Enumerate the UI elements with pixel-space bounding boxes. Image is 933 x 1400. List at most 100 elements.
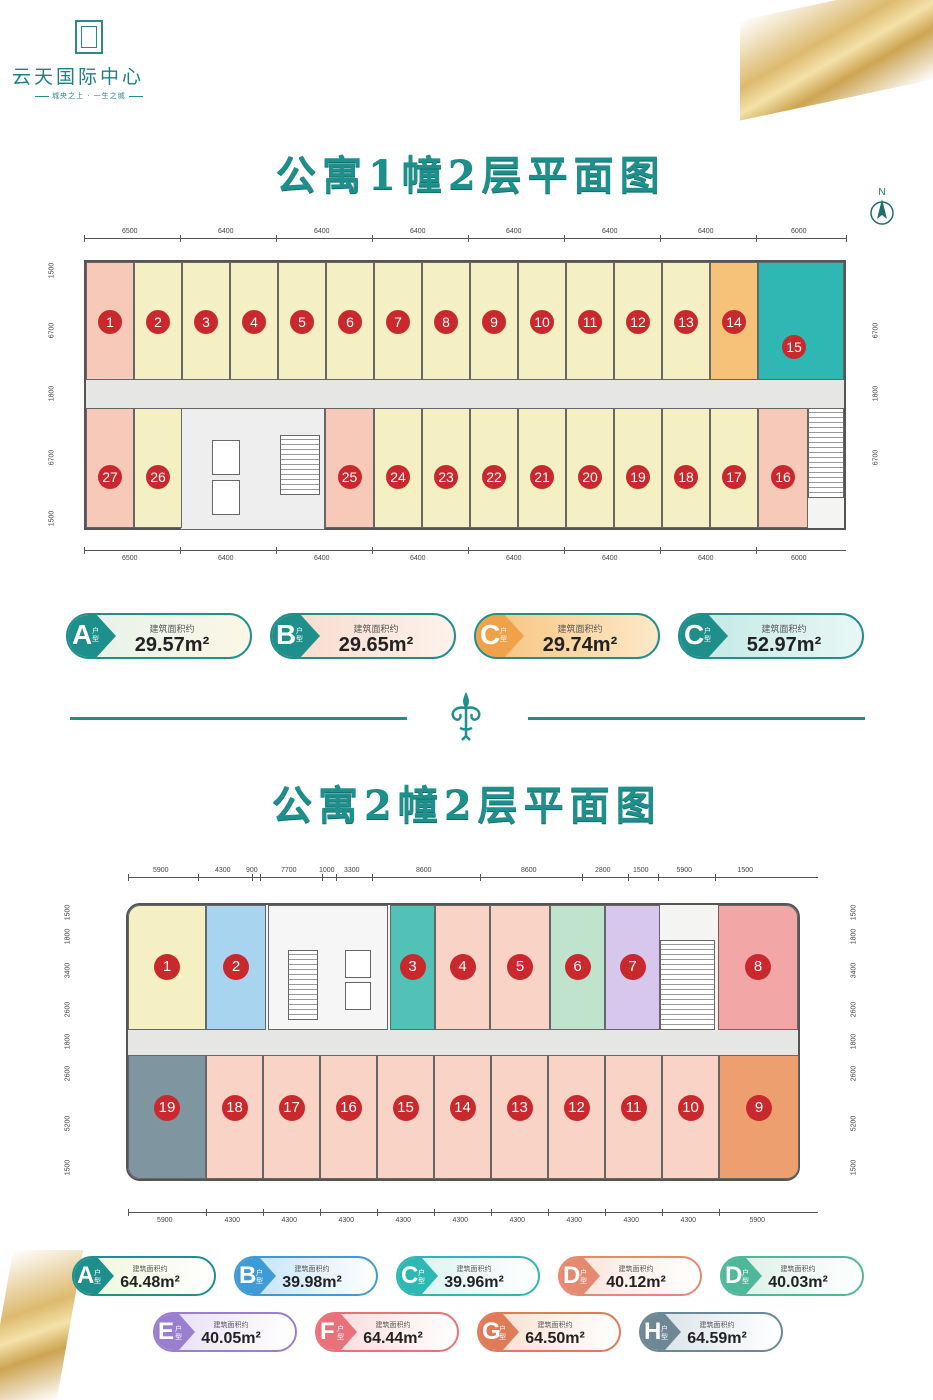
dimension-label: 1000 bbox=[319, 867, 335, 874]
card-area-value: 39.96m² bbox=[444, 1274, 504, 1291]
card-area-label: 建筑面积约 bbox=[213, 1321, 249, 1329]
dimension-tick bbox=[660, 547, 661, 554]
dimension-tick bbox=[491, 1209, 492, 1216]
unit-number-badge: 14 bbox=[722, 310, 746, 334]
gold-brush-bottom-left bbox=[0, 1250, 84, 1400]
dimension-label: 6400 bbox=[218, 228, 234, 235]
dimension-label: 1500 bbox=[48, 262, 56, 279]
card-area-value: 39.98m² bbox=[282, 1274, 342, 1291]
brand-slogan: 城央之上 · 一生之城 bbox=[32, 91, 146, 101]
card-type-label: 户型 bbox=[94, 1269, 101, 1285]
dimension-label: 3300 bbox=[344, 867, 360, 874]
unit-number-badge: 17 bbox=[722, 465, 746, 489]
dimension-label: 6400 bbox=[698, 228, 714, 235]
card-letter: A bbox=[72, 619, 93, 650]
building1-title: 公寓1幢2层平面图 bbox=[276, 152, 666, 199]
unit-number-badge: 19 bbox=[154, 1095, 180, 1121]
building2-title: 公寓2幢2层平面图 bbox=[272, 782, 662, 829]
dimension-label: 6000 bbox=[791, 555, 807, 562]
unit-number-badge: 16 bbox=[771, 465, 795, 489]
unit-number-badge: 10 bbox=[530, 310, 554, 334]
dimension-label: 4300 bbox=[224, 1217, 241, 1224]
unit-north bbox=[470, 262, 518, 380]
unit-number-badge: 24 bbox=[386, 465, 410, 489]
dimension-tick bbox=[252, 874, 253, 881]
dimension-label: 1800 bbox=[872, 385, 880, 402]
card-type-label: 户型 bbox=[499, 1325, 506, 1341]
dimension-tick bbox=[372, 547, 373, 554]
dimension-label: 6400 bbox=[506, 228, 522, 235]
dimension-label: 5900 bbox=[153, 867, 169, 874]
card-area-value: 40.12m² bbox=[606, 1274, 666, 1291]
card-area-label: 建筑面积约 bbox=[375, 1321, 411, 1329]
dimension-label: 1500 bbox=[64, 904, 72, 921]
card-area-label: 建筑面积约 bbox=[149, 625, 195, 635]
dimension-label: 6400 bbox=[506, 555, 522, 562]
card-letter: B bbox=[276, 619, 297, 650]
dimension-label: 5200 bbox=[850, 1115, 858, 1131]
dimension-label: 6400 bbox=[602, 555, 618, 562]
unit-south bbox=[128, 1055, 206, 1179]
dimension-tick bbox=[660, 235, 661, 242]
dimension-label: 1500 bbox=[48, 510, 56, 527]
dimension-label: 6400 bbox=[314, 555, 330, 562]
card-area-value: 64.50m² bbox=[525, 1330, 585, 1347]
dimension-label: 5200 bbox=[64, 1115, 72, 1131]
card-area-value: 29.65m² bbox=[338, 634, 414, 656]
unit-number-badge: 19 bbox=[626, 465, 650, 489]
unit-number-badge: 5 bbox=[290, 310, 314, 334]
dimension-label: 6400 bbox=[410, 228, 426, 235]
unit-number-badge: 6 bbox=[338, 310, 362, 334]
unit-north bbox=[550, 905, 605, 1030]
unit-number-badge: 12 bbox=[626, 310, 650, 334]
unit-number-badge: 2 bbox=[146, 310, 170, 334]
unit-number-badge: 17 bbox=[278, 1095, 305, 1121]
unit-number-badge: 21 bbox=[530, 465, 554, 489]
unit-number-badge: 1 bbox=[98, 310, 122, 334]
card-area-value: 64.48m² bbox=[120, 1274, 180, 1291]
unit-number-badge: 8 bbox=[434, 310, 458, 334]
card-type-label: 户型 bbox=[580, 1269, 587, 1285]
unit-north bbox=[758, 262, 844, 380]
dimension-tick bbox=[198, 874, 199, 881]
card-area-label: 建筑面积约 bbox=[699, 1321, 735, 1329]
dimension-label: 2600 bbox=[850, 1001, 858, 1018]
dimension-tick bbox=[263, 1209, 264, 1216]
unit-number-badge: 13 bbox=[506, 1095, 533, 1121]
unit-number-badge: 3 bbox=[194, 310, 218, 334]
card-area-value: 29.57m² bbox=[134, 634, 210, 656]
unit-number-badge: 9 bbox=[482, 310, 506, 334]
dimension-tick bbox=[658, 874, 659, 881]
dimension-tick bbox=[582, 874, 583, 881]
dimension-label: 1800 bbox=[64, 1033, 72, 1049]
dimension-label: 6400 bbox=[410, 555, 426, 562]
unit-number-badge: 18 bbox=[221, 1095, 248, 1121]
gold-brush-top-right bbox=[740, 0, 933, 121]
dimension-label: 1500 bbox=[850, 1159, 858, 1176]
north-label: N bbox=[878, 187, 885, 198]
dimension-tick bbox=[662, 1209, 663, 1216]
dimension-label: 6500 bbox=[122, 228, 138, 235]
dimension-label: 2600 bbox=[64, 1065, 72, 1081]
unit-south bbox=[710, 408, 758, 528]
unit-number-badge: 27 bbox=[98, 465, 122, 489]
dimension-label: 1500 bbox=[850, 904, 858, 921]
card-letter: H bbox=[644, 1318, 662, 1345]
dimension-tick bbox=[605, 1209, 606, 1216]
dimension-tick bbox=[548, 1209, 549, 1216]
card-type-label: 户型 bbox=[92, 627, 99, 643]
dimension-tick bbox=[180, 235, 181, 242]
card-area-label: 建筑面积约 bbox=[780, 1265, 816, 1273]
dimension-label: 5900 bbox=[157, 1217, 173, 1224]
card-area-label: 建筑面积约 bbox=[132, 1265, 168, 1273]
dimension-label: 3400 bbox=[64, 962, 72, 979]
card-type-label: 户型 bbox=[704, 627, 711, 643]
dimension-tick bbox=[276, 547, 277, 554]
